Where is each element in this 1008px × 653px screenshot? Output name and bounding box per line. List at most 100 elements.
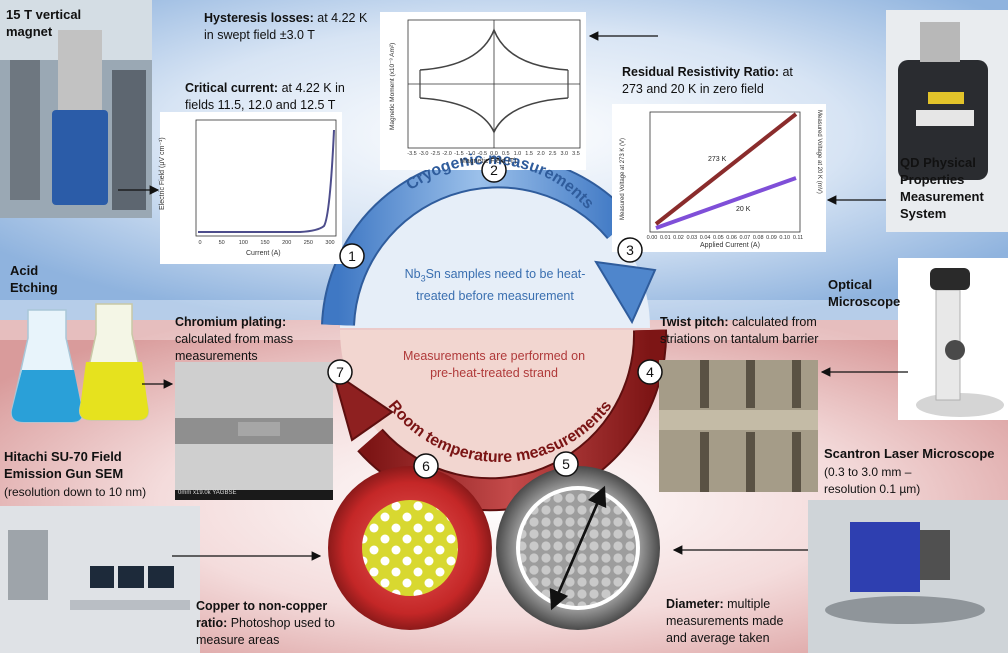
rrr-x-tick: 0.09: [766, 235, 777, 241]
rrr-label-273k: 273 K: [708, 156, 727, 163]
hitachi-resolution: (resolution down to 10 nm): [4, 485, 147, 499]
copper-ratio-title: Copper to non-copper ratio:: [196, 599, 328, 630]
diameter-arrow-down: [549, 487, 606, 611]
hysteresis-ylabel: Magnetic Moment (x10⁻³ Am²): [389, 42, 396, 130]
critical-current-title: Critical current:: [185, 81, 279, 95]
critical-x-tick: 200: [282, 240, 291, 246]
hysteresis-x-tick: -0.5: [478, 151, 487, 157]
hysteresis-x-tick: 2.5: [549, 151, 557, 157]
hysteresis-plot: [380, 12, 586, 170]
rrr-x-tick: 0.00: [647, 235, 658, 241]
rrr-text: at 273 and 20 K in zero field: [622, 65, 793, 96]
twist-pitch-title: Twist pitch:: [660, 315, 729, 329]
room-note: Measurements are performed on pre-heat-t…: [402, 349, 586, 380]
cryogenic-arrowhead: [594, 260, 657, 325]
hysteresis-title: Hysteresis losses:: [204, 11, 314, 25]
svg-text:5: 5: [562, 456, 570, 472]
sem-caption: 0mm x19.0k YAGBSE: [178, 490, 237, 496]
copper-ratio-description: Copper to non-copper ratio: Photoshop us…: [196, 598, 346, 649]
svg-text:1: 1: [348, 248, 356, 264]
critical-x-tick: 100: [239, 240, 248, 246]
critical-x-tick: 300: [325, 240, 334, 246]
svg-text:7: 7: [336, 364, 344, 380]
critical-x-tick: 250: [304, 240, 313, 246]
step-badges: 1 2 3 4 5 6 7: [327, 157, 663, 479]
hysteresis-axes: [407, 19, 581, 149]
hysteresis-x-tick: -1.0: [466, 151, 475, 157]
acid-etching-label: Acid Etching: [10, 263, 58, 295]
diameter-title: Diameter:: [666, 597, 724, 611]
step-badge-7: 7: [327, 359, 353, 385]
step-badge-4: 4: [637, 359, 663, 385]
rrr-title: Residual Resistivity Ratio:: [622, 65, 779, 79]
step-badge-3: 3: [617, 237, 643, 263]
svg-text:3: 3: [626, 242, 634, 258]
hysteresis-x-tick: 0.0: [490, 151, 498, 157]
hysteresis-x-tick: 3.5: [572, 151, 580, 157]
optical-microscope-label: Optical Microscope: [828, 277, 901, 309]
critical-current-axes: [195, 119, 337, 237]
rrr-x-tick: 0.06: [726, 235, 737, 241]
svg-text:4: 4: [646, 364, 654, 380]
step-badge-1: 1: [339, 243, 365, 269]
hysteresis-x-tick: 2.0: [537, 151, 545, 157]
hysteresis-x-tick: 0.5: [502, 151, 510, 157]
critical-current-description: Critical current: at 4.22 K in fields 11…: [185, 80, 371, 114]
hysteresis-description: Hysteresis losses: at 4.22 K in swept fi…: [204, 10, 374, 44]
rrr-x-tick: 0.08: [753, 235, 764, 241]
hysteresis-xlabel: Magnetic Field (T): [460, 158, 517, 165]
rrr-ylabel-right: Measured Voltage at 20 K (mV): [816, 110, 822, 194]
critical-x-tick: 150: [260, 240, 269, 246]
critical-ylabel: Electric Field (μV cm⁻¹): [159, 137, 166, 210]
diameter-description: Diameter: multiple measurements made and…: [666, 596, 806, 647]
nb3sn-note: Nb3Sn samples need to be heat-treated be…: [392, 266, 598, 305]
chromium-text: calculated from mass measurements: [175, 332, 294, 363]
rrr-x-tick: 0.01: [660, 235, 671, 241]
diameter-text: multiple measurements made and average t…: [666, 597, 784, 645]
step-badge-6: 6: [413, 453, 439, 479]
rrr-xlabel: Applied Current (A): [700, 242, 760, 249]
rrr-line-273k: [654, 112, 798, 226]
step-badge-5: 5: [553, 451, 579, 477]
twist-pitch-description: Twist pitch: calculated from striations …: [660, 314, 846, 348]
copper-strand-section: [362, 500, 458, 596]
rrr-x-tick: 0.05: [713, 235, 724, 241]
scantron-detail: (0.3 to 3.0 mm – resolution 0.1 µm): [824, 465, 921, 496]
nb3sn-rest: Sn samples need to be heat-treated befor…: [416, 267, 586, 303]
ppms-label: QD Physical Properties Measurement Syste…: [900, 155, 984, 221]
copper-ratio-text: Photoshop used to measure areas: [196, 616, 335, 647]
scantron-label: Scantron Laser Microscope: [824, 446, 995, 461]
svg-text:2: 2: [490, 162, 498, 178]
twist-pitch-text: calculated from striations on tantalum b…: [660, 315, 819, 346]
nb3sn-prefix: Nb: [404, 267, 421, 281]
hitachi-sem-label: Hitachi SU-70 Field Emission Gun SEM: [4, 449, 124, 481]
rrr-x-tick: 0.07: [740, 235, 751, 241]
vertical-magnet-label: 15 T vertical magnet: [6, 7, 82, 39]
hysteresis-x-tick: -3.5: [407, 151, 416, 157]
hysteresis-text: at 4.22 K in swept field ±3.0 T: [204, 11, 368, 42]
hysteresis-x-tick: -3.0: [419, 151, 428, 157]
rrr-x-tick: 0.10: [779, 235, 790, 241]
rrr-line-20k: [655, 176, 797, 230]
chromium-title: Chromium plating:: [175, 315, 287, 329]
hysteresis-x-tick: 3.0: [560, 151, 568, 157]
step-badge-2: 2: [481, 157, 507, 183]
hysteresis-x-tick: -2.0: [442, 151, 451, 157]
rrr-x-tick: 0.03: [686, 235, 697, 241]
critical-xlabel: Current (A): [246, 250, 281, 257]
rrr-x-tick: 0.02: [673, 235, 684, 241]
rrr-x-tick: 0.11: [793, 235, 803, 241]
rrr-label-20k: 20 K: [736, 206, 751, 213]
nb3sn-subscript: 3: [420, 273, 426, 284]
hysteresis-x-tick: -1.5: [454, 151, 463, 157]
critical-x-tick: 50: [219, 240, 225, 246]
hysteresis-x-tick: -2.5: [431, 151, 440, 157]
rrr-x-tick: 0.04: [700, 235, 711, 241]
rrr-description: Residual Resistivity Ratio: at 273 and 2…: [622, 64, 812, 98]
room-arrowhead: [331, 369, 394, 442]
critical-current-text: at 4.22 K in fields 11.5, 12.0 and 12.5 …: [185, 81, 345, 112]
